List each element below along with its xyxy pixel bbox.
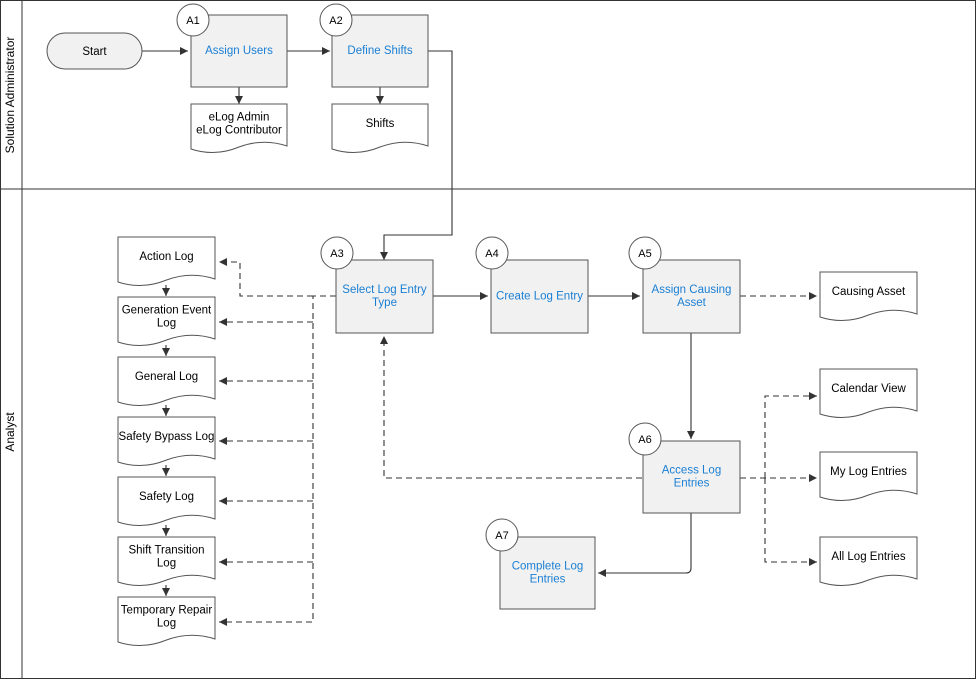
log-type-6-label-line-2: Log xyxy=(157,558,176,570)
doc-all-log-entries: All Log Entries xyxy=(819,536,918,586)
step-a7-badge-text: A7 xyxy=(495,530,508,542)
step-a4-box[interactable]: Create Log Entry xyxy=(490,259,589,334)
log-type-7-label-line-2: Log xyxy=(157,618,176,630)
step-a5-label-line-2: Asset xyxy=(677,297,707,309)
doc-all-log-entries-label-line-1: All Log Entries xyxy=(831,551,905,563)
doc-shifts-label-line-1: Shifts xyxy=(366,118,395,130)
log-type-4: Safety Bypass Log xyxy=(117,416,216,466)
start-node: Start xyxy=(46,32,143,70)
log-type-5: Safety Log xyxy=(117,476,216,526)
doc-roles-label-line-2: eLog Contributor xyxy=(196,125,282,137)
lane-label-analyst: Analyst xyxy=(3,412,17,452)
log-type-1-label-line-1: Action Log xyxy=(139,251,193,263)
step-a2-badge-text: A2 xyxy=(329,15,342,27)
log-type-3: General Log xyxy=(117,356,216,406)
step-a3-label-line-2: Type xyxy=(372,297,397,309)
step-a2-box[interactable]: Define Shifts xyxy=(331,14,429,88)
step-a3-label-line-1: Select Log Entry xyxy=(342,284,427,296)
step-a6-label-line-1: Access Log xyxy=(662,465,721,477)
step-a3-badge-text: A3 xyxy=(330,248,343,260)
step-a5-badge-text: A5 xyxy=(638,248,651,260)
connectors xyxy=(142,47,817,626)
doc-causing-asset-label-line-1: Causing Asset xyxy=(832,286,906,298)
step-a2-label-line-1: Define Shifts xyxy=(347,45,412,57)
step-a1-label-line-1: Assign Users xyxy=(205,45,273,57)
step-a6-badge-text: A6 xyxy=(638,434,651,446)
doc-my-log-entries-label-line-1: My Log Entries xyxy=(830,466,907,478)
lane-label-admin: Solution Administrator xyxy=(3,37,17,154)
step-a4-label-line-1: Create Log Entry xyxy=(496,291,583,303)
step-a7-label-line-2: Entries xyxy=(530,574,566,586)
step-a6-badge: A6 xyxy=(628,422,662,456)
step-a1-badge: A1 xyxy=(176,3,210,37)
step-a4-badge: A4 xyxy=(475,236,509,270)
doc-calendar-view: Calendar View xyxy=(819,368,918,418)
log-type-7-label-line-1: Temporary Repair xyxy=(121,605,213,617)
log-type-2-label-line-2: Log xyxy=(157,318,176,330)
step-a6-label-line-2: Entries xyxy=(674,478,710,490)
step-a2-badge: A2 xyxy=(319,3,353,37)
start-label: Start xyxy=(82,46,107,58)
log-type-3-label-line-1: General Log xyxy=(135,371,198,383)
step-a3-badge: A3 xyxy=(320,236,354,270)
doc-my-log-entries: My Log Entries xyxy=(819,451,918,501)
step-a4-badge-text: A4 xyxy=(485,248,498,260)
doc-roles-label-line-1: eLog Admin xyxy=(209,112,270,124)
step-a5-label-line-1: Assign Causing xyxy=(652,284,732,296)
log-type-6-label-line-1: Shift Transition xyxy=(128,545,204,557)
log-type-4-label-line-1: Safety Bypass Log xyxy=(119,431,215,443)
step-a5-badge: A5 xyxy=(628,236,662,270)
log-type-2-label-line-1: Generation Event xyxy=(122,305,212,317)
step-a7-badge: A7 xyxy=(485,518,519,552)
doc-shifts: Shifts xyxy=(331,103,429,153)
doc-causing-asset: Causing Asset xyxy=(819,271,918,321)
step-a7-label-line-1: Complete Log xyxy=(512,561,584,573)
log-type-5-label-line-1: Safety Log xyxy=(139,491,194,503)
log-type-1: Action Log xyxy=(117,236,216,286)
step-a1-badge-text: A1 xyxy=(186,15,199,27)
doc-calendar-view-label-line-1: Calendar View xyxy=(831,383,906,395)
